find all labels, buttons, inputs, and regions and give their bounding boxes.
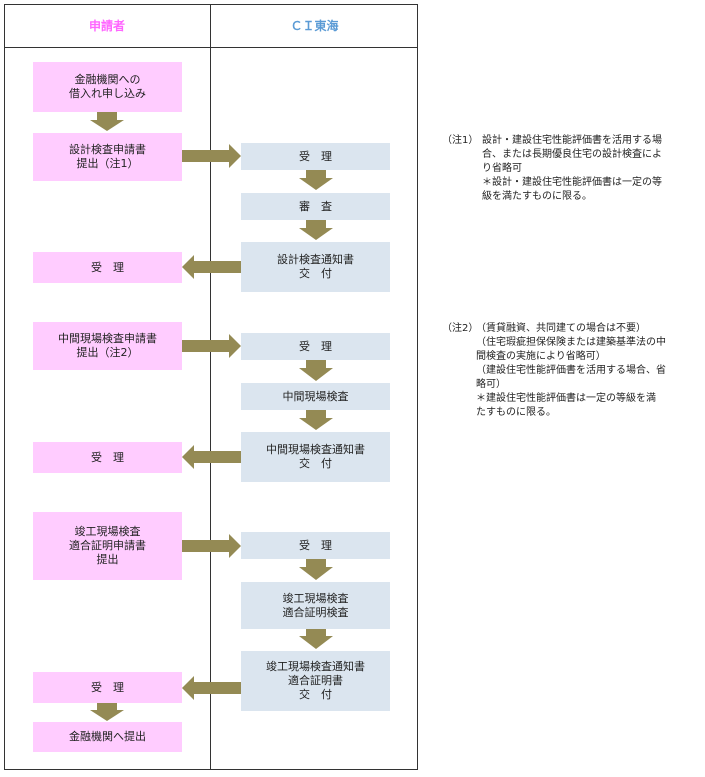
submit-to-bank-box: 金融機関へ提出 [33,722,182,752]
final-inspection-box: 竣工現場検査 適合証明検査 [241,582,390,629]
design-notice-box: 設計検査通知書 交 付 [241,242,390,292]
loan-application-box: 金融機関への 借入れ申し込み [33,62,182,112]
final-receipt-box: 受 理 [241,532,390,559]
right-arrow [182,334,241,358]
mid-application-box: 中間現場検査申請書 提出（注2） [33,322,182,370]
applicant-receipt-box-1: 受 理 [33,252,182,283]
note-1-text: 設計・建設住宅性能評価書を活用する場 合、または長期優良住宅の設計検査によ り省… [482,135,662,202]
down-arrow [299,360,333,381]
ci-column-header: ＣＩ東海 [290,19,339,33]
note-1: （注1） 設計・建設住宅性能評価書を活用する場 合、または長期優良住宅の設計検査… [442,134,700,214]
left-arrow [182,445,241,469]
header-divider [4,47,418,48]
down-arrow [299,410,333,430]
right-arrow [182,534,241,558]
down-arrow [90,703,124,721]
final-application-box: 竣工現場検査 適合証明申請書 提出 [33,512,182,580]
note-2-text: （賃貸融資、共同建ての場合は不要） （住宅瑕疵担保保険または建築基準法の中 間検… [476,323,666,418]
mid-notice-box: 中間現場検査通知書 交 付 [241,432,390,482]
down-arrow [299,559,333,580]
column-divider [210,4,211,770]
applicant-receipt-box-3: 受 理 [33,672,182,703]
down-arrow [299,629,333,649]
final-notice-box: 竣工現場検査通知書 適合証明書 交 付 [241,651,390,711]
down-arrow [299,170,333,190]
design-receipt-box: 受 理 [241,143,390,170]
down-arrow [90,112,124,131]
design-application-box: 設計検査申請書 提出（注1） [33,133,182,181]
flowchart-frame [4,4,418,770]
right-arrow [182,144,241,168]
left-arrow [182,676,241,700]
applicant-column-header: 申請者 [88,19,125,33]
note-2-label: （注2） [442,323,479,334]
mid-receipt-box: 受 理 [241,333,390,360]
left-arrow [182,255,241,279]
mid-inspection-box: 中間現場検査 [241,383,390,410]
applicant-receipt-box-2: 受 理 [33,442,182,473]
note-2: （注2） （賃貸融資、共同建ての場合は不要） （住宅瑕疵担保保険または建築基準法… [442,322,700,432]
down-arrow [299,220,333,240]
design-review-box: 審 査 [241,193,390,220]
note-1-label: （注1） [442,135,479,146]
